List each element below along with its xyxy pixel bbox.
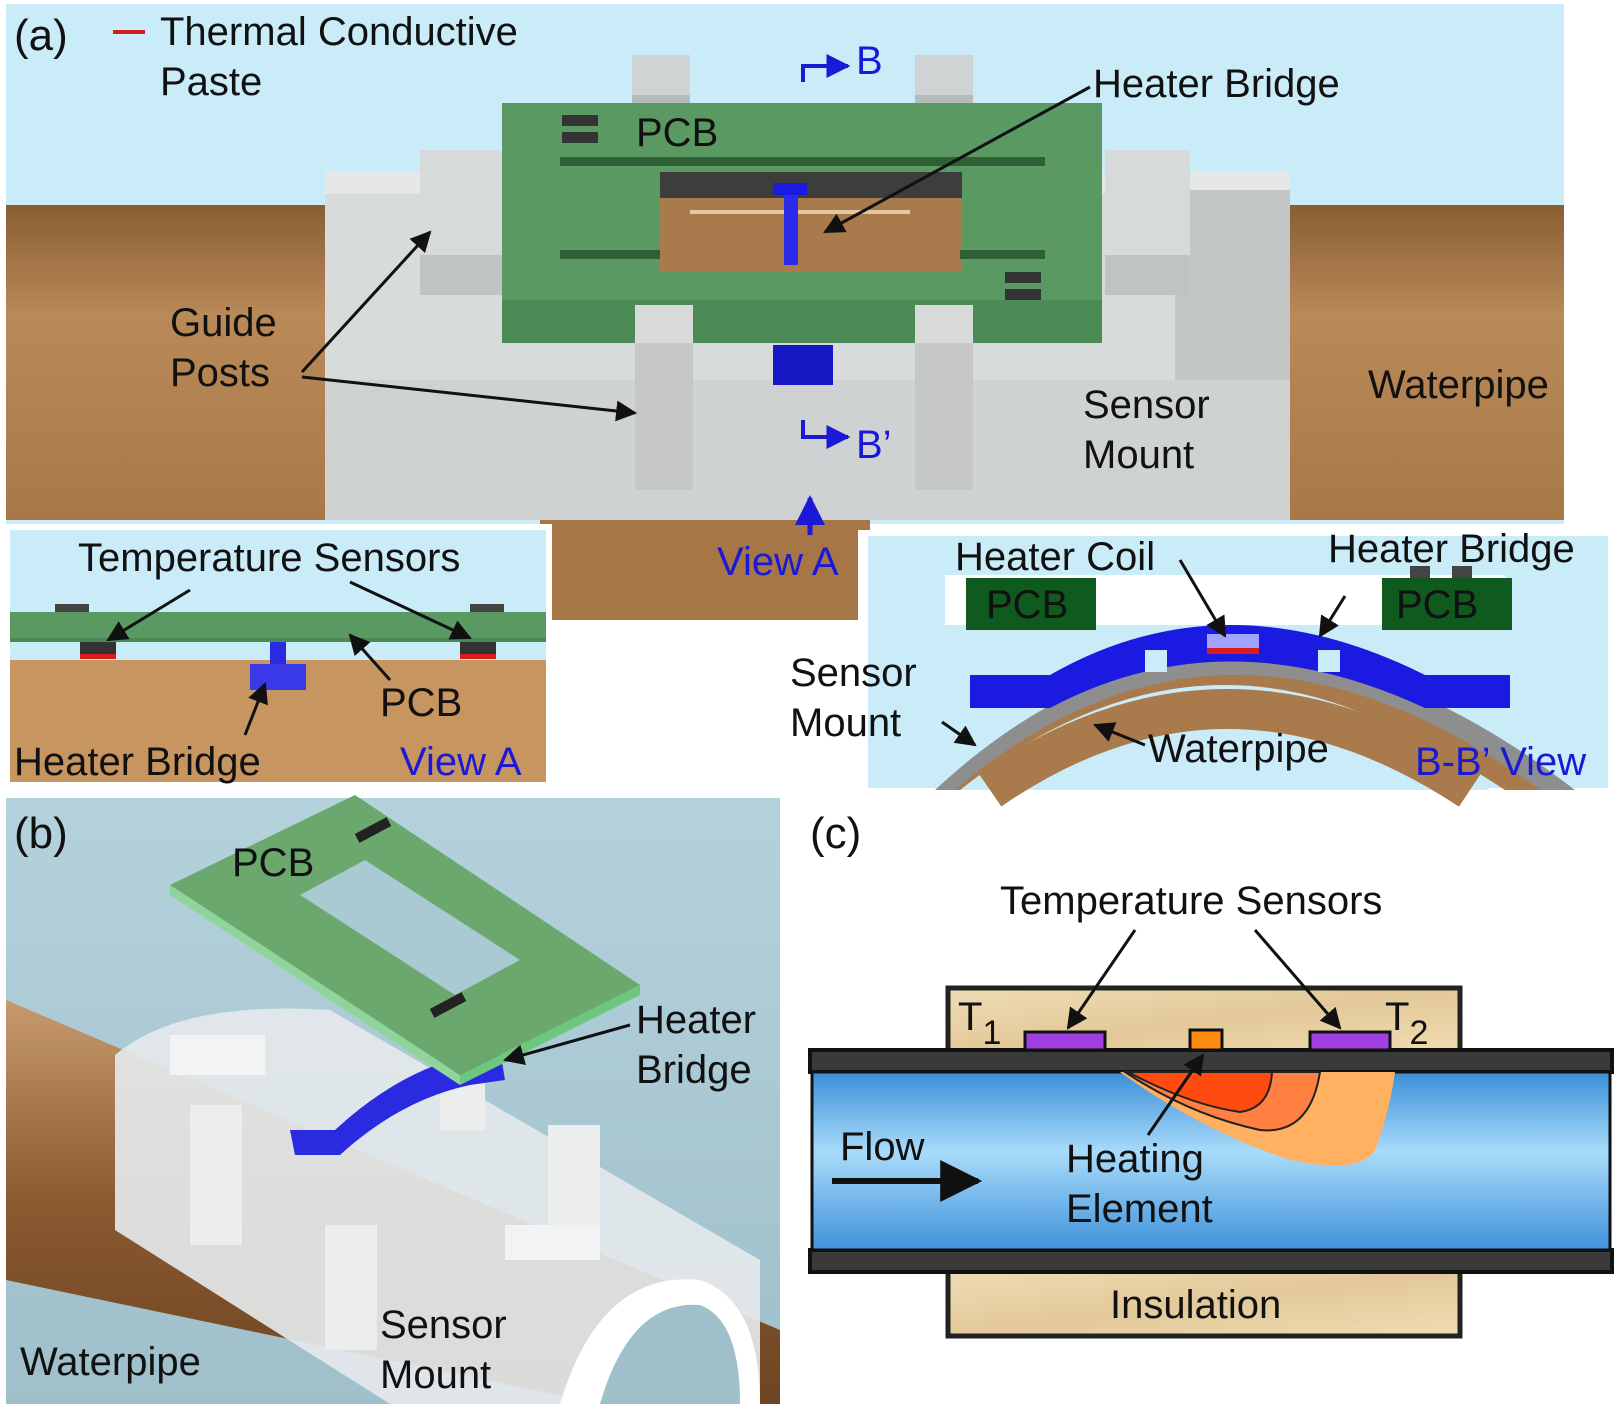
insulation-label: Insulation	[1110, 1283, 1281, 1327]
thermal-paste-label-2: Paste	[160, 60, 262, 104]
heater-bridge-label: Heater Bridge	[1093, 62, 1340, 106]
pcb-right-label: PCB	[1396, 583, 1478, 627]
heater-bridge-label: Heater Bridge	[14, 740, 261, 784]
sensor-mount-label-2: Mount	[380, 1353, 491, 1397]
heating-element-label: Heating	[1066, 1137, 1204, 1181]
insulation-bottom	[945, 1267, 1463, 1339]
heating-element	[1188, 1028, 1224, 1052]
guide-posts-label-2: Posts	[170, 351, 270, 395]
sensor-mount-label-2: Mount	[1083, 433, 1194, 477]
heater-bridge	[270, 642, 286, 666]
sensor-mount-shell	[115, 1008, 760, 1404]
t1-label: T1	[958, 995, 1001, 1052]
sensor-mount-label-2: Mount	[790, 701, 901, 745]
inset-bb-view: Heater Coil Heater Bridge PCB PCB Sensor…	[790, 527, 1612, 807]
pcb-block	[966, 578, 1096, 630]
temperature-sensor-chip	[562, 115, 598, 126]
section-b-prime-label: B’	[856, 423, 892, 467]
heater-coil-label: Heater Coil	[955, 535, 1155, 579]
panel-a: (a) Thermal Conductive Paste B B’ PCB He…	[6, 4, 1564, 620]
panel-c-tag: (c)	[810, 809, 861, 858]
temperature-sensor-chip	[562, 132, 598, 143]
heater-bridge-profile	[970, 625, 1510, 708]
temperature-sensors-label: Temperature Sensors	[78, 536, 460, 580]
pcb-block	[1382, 578, 1512, 630]
pcb-label: PCB	[636, 111, 718, 155]
section-b-label: B	[856, 39, 883, 83]
heating-element-label-2: Element	[1066, 1187, 1213, 1231]
heater-bridge-label-2: Bridge	[636, 1048, 752, 1092]
guide-post	[548, 1125, 600, 1235]
guide-post	[325, 1225, 377, 1350]
pipe-wall-top	[808, 1048, 1614, 1074]
sensor-mount-label: Sensor	[1083, 383, 1210, 427]
panel-a-tag: (a)	[14, 11, 68, 60]
waterpipe-label: Waterpipe	[20, 1340, 201, 1384]
heater-bridge-label: Heater Bridge	[1328, 527, 1575, 571]
pcb-left-label: PCB	[986, 583, 1068, 627]
pcb-label: PCB	[380, 681, 462, 725]
waterpipe-lower-strip	[540, 520, 870, 620]
view-a-inset-label: View A	[400, 740, 522, 784]
heater-coil	[1207, 634, 1259, 652]
sensor-mount-label: Sensor	[380, 1303, 507, 1347]
guide-posts-arrow	[301, 375, 638, 422]
t2-label: T2	[1385, 995, 1428, 1052]
temperature-sensor-t2	[1308, 1030, 1392, 1052]
heater-bridge-arrow	[823, 85, 1091, 234]
temperature-sensor-t1	[1023, 1030, 1107, 1052]
temperature-sensors-label: Temperature Sensors	[1000, 879, 1382, 923]
waterpipe-label: Waterpipe	[1148, 727, 1329, 771]
temperature-sensor-chip	[1005, 272, 1041, 283]
panel-b-tag: (b)	[14, 809, 68, 858]
sensor-mount-arc	[935, 655, 1575, 790]
heater-bridge	[773, 183, 807, 195]
guide-posts-label: Guide	[170, 301, 277, 345]
panel-c: (c) Temperature Sensors T1 T2 Flow Heati…	[808, 809, 1614, 1339]
panel-b: (b) PCB Heater Bridge Waterpipe Sensor M…	[6, 795, 780, 1404]
thermal-paste-label: Thermal Conductive	[160, 10, 518, 54]
guide-post	[190, 1105, 242, 1245]
pcb-label: PCB	[232, 841, 314, 885]
view-a-label: View A	[717, 540, 839, 584]
pcb-frame	[502, 103, 1102, 343]
temperature-sensor-chip	[1005, 289, 1041, 300]
heater-bridge-label: Heater	[636, 998, 756, 1042]
waterpipe-arc	[955, 675, 1540, 790]
flow-label: Flow	[840, 1125, 925, 1169]
bb-view-label: B-B’ View	[1415, 740, 1586, 784]
guide-post	[1105, 150, 1190, 260]
guide-post	[420, 150, 505, 260]
guide-posts-arrow	[300, 230, 432, 374]
inset-view-a: Temperature Sensors PCB Heater Bridge Vi…	[4, 524, 552, 788]
heat-plume-inner	[1127, 1071, 1274, 1114]
waterpipe-label: Waterpipe	[1368, 363, 1549, 407]
sensor-mount-label: Sensor	[790, 651, 917, 695]
pipe-wall-bottom	[808, 1248, 1614, 1274]
